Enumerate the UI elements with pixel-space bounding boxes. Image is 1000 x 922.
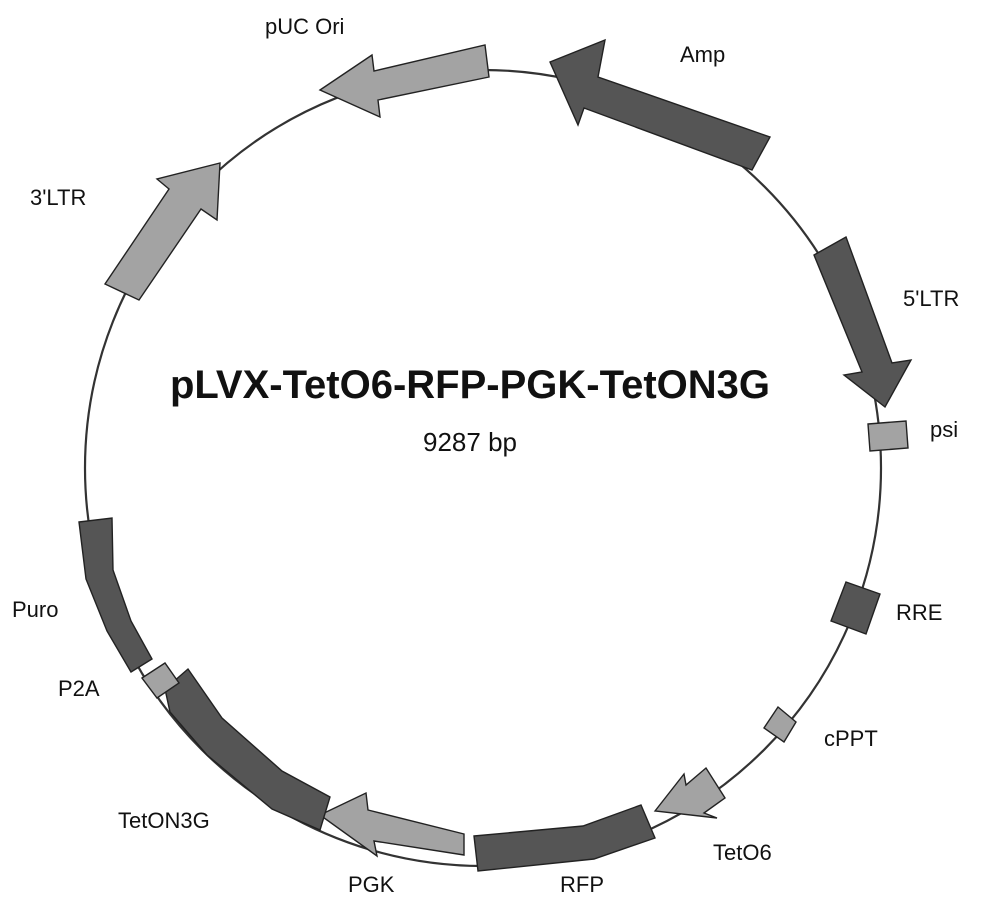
feature-rre[interactable] — [830, 581, 881, 635]
feature-5ltr[interactable] — [813, 235, 913, 409]
feature-rfp[interactable] — [473, 804, 656, 872]
label-teto6: TetO6 — [713, 840, 772, 865]
feature-puro[interactable] — [78, 517, 153, 673]
plasmid-title: pLVX-TetO6-RFP-PGK-TetON3G — [170, 363, 770, 407]
label-puc-ori: pUC Ori — [265, 14, 344, 39]
feature-amp[interactable] — [549, 38, 772, 171]
feature-p2a[interactable] — [140, 662, 180, 699]
feature-cppt[interactable] — [763, 705, 797, 744]
plasmid-size: 9287 bp — [423, 427, 517, 457]
feature-puc-ori[interactable] — [318, 44, 490, 119]
label-pgk: PGK — [348, 872, 395, 897]
feature-3ltr[interactable] — [103, 162, 221, 301]
label-amp: Amp — [680, 42, 725, 67]
label-5ltr: 5'LTR — [903, 286, 959, 311]
label-p2a: P2A — [58, 676, 100, 701]
label-teton3g: TetON3G — [118, 808, 210, 833]
label-puro: Puro — [12, 597, 58, 622]
label-rfp: RFP — [560, 872, 604, 897]
feature-teto6[interactable] — [653, 766, 726, 819]
label-cppt: cPPT — [824, 726, 878, 751]
feature-pgk[interactable] — [318, 791, 465, 858]
label-rre: RRE — [896, 600, 942, 625]
feature-psi[interactable] — [867, 420, 909, 452]
feature-teton3g[interactable] — [164, 667, 331, 831]
label-psi: psi — [930, 417, 958, 442]
label-3ltr: 3'LTR — [30, 185, 86, 210]
feature-layer — [78, 38, 913, 872]
